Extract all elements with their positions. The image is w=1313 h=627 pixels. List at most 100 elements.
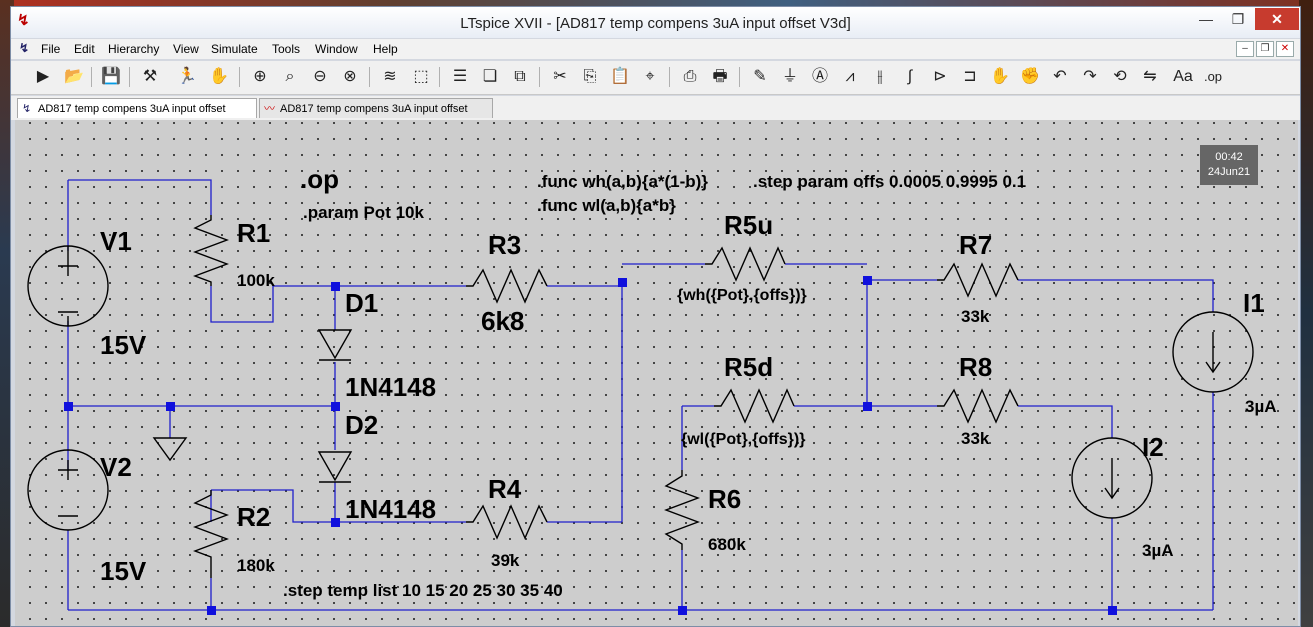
label-r3-value: 6k8 [481, 306, 524, 336]
label-r5d-value: {wl({Pot},{offs})} [681, 431, 805, 448]
zoom-out-icon[interactable]: ⊖ [313, 68, 327, 85]
mirror-icon[interactable]: ⇋ [1143, 68, 1157, 85]
capacitor-icon[interactable]: ⫲ [877, 68, 883, 85]
label-r1-name: R1 [237, 218, 270, 248]
resistor-r5u[interactable] [705, 246, 786, 282]
menu-help[interactable]: Help [373, 42, 398, 56]
i1-arrow-head [1205, 361, 1221, 374]
tile-horizontal-icon[interactable]: ☰ [452, 68, 468, 85]
drag-hand-icon[interactable]: ✊ [1020, 68, 1040, 85]
diode-d1[interactable] [317, 329, 353, 360]
component-icon[interactable]: ⊐ [963, 68, 977, 85]
menu-view[interactable]: View [173, 42, 199, 56]
resistor-r2[interactable] [193, 490, 229, 578]
label-net-icon[interactable]: Ⓐ [811, 68, 828, 85]
directive-step-temp[interactable]: .step temp list 10 15 20 25 30 35 40 [283, 581, 563, 600]
find-binoculars-icon[interactable]: ⌖ [645, 68, 655, 85]
directive-param[interactable]: .param Pot 10k [303, 203, 424, 222]
current-source-i1[interactable] [1172, 311, 1254, 393]
resistor-r5d[interactable] [714, 388, 795, 424]
junction-node [331, 518, 340, 527]
spice-directive-icon[interactable]: .op [1203, 69, 1223, 84]
copy-icon[interactable]: ⎘ [583, 68, 597, 85]
mdi-restore-button[interactable]: ❐ [1256, 41, 1274, 57]
close-button[interactable]: ✕ [1255, 8, 1299, 30]
maximize-button[interactable]: ❐ [1231, 11, 1245, 27]
junction-node [863, 402, 872, 411]
clock-time: 00:42 [1215, 151, 1243, 163]
resistor-r1[interactable] [193, 215, 229, 286]
tab-waveform[interactable]: 〰 AD817 temp compens 3uA input offset V3… [259, 98, 493, 135]
ground-icon[interactable]: ⏚ [781, 68, 798, 85]
control-panel-icon[interactable]: ⚒ [142, 68, 158, 85]
move-hand-icon[interactable]: ✋ [990, 68, 1010, 85]
menu-simulate[interactable]: Simulate [211, 42, 258, 56]
label-d2-name: D2 [345, 410, 378, 440]
zoom-fit-icon[interactable]: ⊗ [343, 68, 357, 85]
toolbar-separator [669, 67, 670, 87]
document-menu-icon[interactable]: ↯ [19, 41, 30, 55]
directive-step-param[interactable]: .step param offs 0.0005 0.9995 0.1 [753, 172, 1026, 191]
view-3d-icon[interactable]: ⬚ [413, 68, 429, 85]
menu-window[interactable]: Window [315, 42, 358, 56]
print-icon[interactable]: ⎙ [683, 68, 697, 85]
ltspice-app-icon[interactable]: ↯ [17, 12, 30, 29]
paste-icon[interactable]: 📋 [610, 68, 630, 85]
resistor-r4[interactable] [466, 504, 548, 540]
mdi-close-button[interactable]: ✕ [1276, 41, 1294, 57]
current-source-i2[interactable] [1071, 437, 1153, 519]
minimize-button[interactable]: — [1199, 11, 1213, 27]
junction-node [863, 276, 872, 285]
menu-file[interactable]: File [41, 42, 61, 56]
pan-icon[interactable]: ⌕ [285, 68, 295, 85]
inductor-icon[interactable]: ∫ [907, 68, 913, 85]
tile-vertical-icon[interactable]: ⧉ [514, 68, 526, 85]
menu-hierarchy[interactable]: Hierarchy [108, 42, 160, 56]
label-r6-name: R6 [708, 484, 741, 514]
zoom-in-icon[interactable]: ⊕ [253, 68, 267, 85]
toolbar-separator [129, 67, 130, 87]
run-simulation-icon[interactable]: 🏃 [177, 68, 197, 85]
draw-wire-icon[interactable]: ✎ [753, 68, 767, 85]
title-bar[interactable]: ↯ LTspice XVII - [AD817 temp compens 3uA… [11, 7, 1300, 38]
cascade-icon[interactable]: ❏ [482, 68, 498, 85]
resistor-r7[interactable] [937, 262, 1019, 298]
directive-op[interactable]: .op [300, 164, 339, 194]
wire [210, 285, 335, 323]
open-folder-icon[interactable]: 📂 [64, 68, 84, 85]
resistor-r3[interactable] [466, 268, 548, 304]
save-icon[interactable]: 💾 [101, 68, 121, 85]
menu-edit[interactable]: Edit [74, 42, 95, 56]
resistor-r8[interactable] [937, 388, 1019, 424]
toolbar-separator [739, 67, 740, 87]
diode-d2[interactable] [317, 451, 353, 482]
label-i2-name: I2 [1142, 432, 1164, 462]
redo-icon[interactable]: ↷ [1083, 68, 1097, 85]
voltage-source-v2[interactable] [27, 449, 109, 531]
rotate-icon[interactable]: ⟲ [1113, 68, 1127, 85]
toolbar: ▶ 📂 💾 ⚒ 🏃 ✋ ⊕ ⌕ ⊖ ⊗ ≋ ⬚ ☰ ❏ ⧉ ✂ ⎘ 📋 ⌖ ⎙ … [11, 61, 1300, 95]
diode-icon[interactable]: ⊳ [933, 68, 947, 85]
schematic-drawing: V1 15V V2 15V R1 100k R2 180k R3 6k8 R4 … [27, 164, 1277, 615]
halt-hand-icon[interactable]: ✋ [209, 68, 229, 85]
cut-icon[interactable]: ✂ [553, 68, 567, 85]
menu-tools[interactable]: Tools [272, 42, 301, 56]
wires [67, 179, 1214, 611]
mdi-minimize-button[interactable]: – [1236, 41, 1254, 57]
resistor-icon[interactable]: ⩘ [845, 68, 855, 85]
directive-func-wh[interactable]: .func wh(a,b){a*(1-b)} [537, 172, 708, 191]
schematic-canvas[interactable]: 00:42 24Jun21 [15, 120, 1298, 626]
autorange-icon[interactable]: ≋ [383, 68, 397, 85]
clock-overlay: 00:42 24Jun21 [1200, 145, 1258, 185]
directive-func-wl[interactable]: .func wl(a,b){a*b} [537, 196, 676, 215]
resistor-r6[interactable] [664, 470, 700, 550]
label-r4-value: 39k [491, 551, 520, 570]
text-icon[interactable]: Aa [1173, 68, 1193, 85]
label-d1-value: 1N4148 [345, 372, 436, 402]
undo-icon[interactable]: ↶ [1053, 68, 1067, 85]
ground-symbol[interactable] [152, 437, 188, 462]
tab-schematic[interactable]: ↯ AD817 temp compens 3uA input offset V3… [17, 98, 257, 135]
run-icon[interactable]: ▶ [36, 68, 50, 85]
label-v1-value: 15V [100, 330, 147, 360]
print-preview-icon[interactable]: 🖶 [712, 68, 728, 85]
